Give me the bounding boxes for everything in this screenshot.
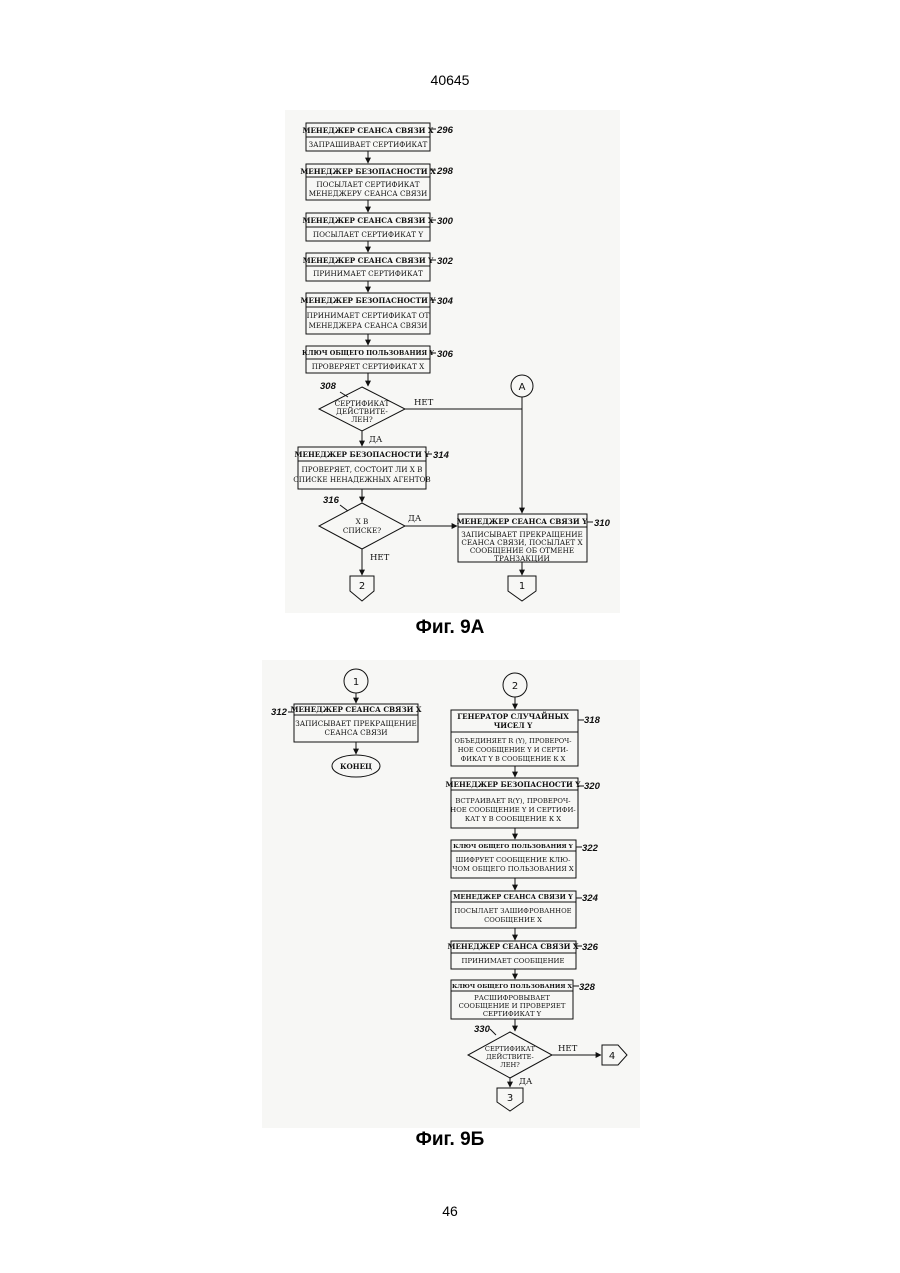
ref-296: 296 <box>436 125 454 136</box>
ref-304: 304 <box>437 296 454 307</box>
ref-322: 322 <box>582 843 599 854</box>
figure-9a-caption: Фиг. 9А <box>350 617 550 639</box>
box-312-title: МЕНЕДЖЕР СЕАНСА СВЯЗИ Х <box>290 705 421 714</box>
box-326-title: МЕНЕДЖЕР СЕАНСА СВЯЗИ Х <box>447 942 578 951</box>
box-310-title: МЕНЕДЖЕР СЕАНСА СВЯЗИ Y <box>457 517 588 526</box>
ref-328: 328 <box>579 982 596 993</box>
ref-302: 302 <box>437 256 454 267</box>
offpage-connector-1-label: 1 <box>519 581 525 592</box>
box-300-text: ПОСЫЛАЕТ СЕРТИФИКАТ Y <box>313 230 423 239</box>
box-324-text-2: СООБЩЕНИЕ Х <box>484 916 542 924</box>
box-304-title: МЕНЕДЖЕР БЕЗОПАСНОСТИ Y <box>301 296 437 305</box>
box-318-text-2: НОЕ СООБЩЕНИЕ Y И СЕРТИ- <box>458 746 568 754</box>
box-328-text-1: РАСШИФРОВЫВАЕТ <box>474 994 550 1002</box>
box-318-title-1: ГЕНЕРАТОР СЛУЧАЙНЫХ <box>457 711 569 721</box>
connector-a-label: А <box>519 382 526 393</box>
ref-308: 308 <box>320 381 337 392</box>
box-296-title: МЕНЕДЖЕР СЕАНСА СВЯЗИ Х <box>302 126 433 135</box>
box-324-text-1: ПОСЫЛАЕТ ЗАШИФРОВАННОЕ <box>454 907 571 915</box>
box-318-text-3: ФИКАТ Y В СООБЩЕНИЕ К Х <box>461 755 566 763</box>
connector-1-label: 1 <box>353 677 359 688</box>
decision-308-no-label: НЕТ <box>414 398 434 408</box>
figure-9b-caption: Фиг. 9Б <box>350 1129 550 1151</box>
page-number: 46 <box>400 1203 500 1219</box>
ref-300: 300 <box>437 216 454 227</box>
offpage-connector-2-label: 2 <box>359 581 365 592</box>
box-328-text-2: СООБЩЕНИЕ И ПРОВЕРЯЕТ <box>459 1002 566 1010</box>
decision-316-line-1: Х В <box>356 517 369 526</box>
ref-306: 306 <box>437 349 454 360</box>
box-312-text-1: ЗАПИСЫВАЕТ ПРЕКРАЩЕНИЕ <box>295 719 417 728</box>
box-326-text: ПРИНИМАЕТ СООБЩЕНИЕ <box>462 957 565 965</box>
box-328-title: КЛЮЧ ОБЩЕГО ПОЛЬЗОВАНИЯ Х <box>452 984 573 990</box>
offpage-connector-3-label: 3 <box>507 1093 513 1104</box>
box-320-title: МЕНЕДЖЕР БЕЗОПАСНОСТИ Y <box>446 780 582 789</box>
box-320-text-3: КАТ Y В СООБЩЕНИЕ К Х <box>465 815 561 823</box>
decision-330-no-label: НЕТ <box>558 1044 578 1054</box>
decision-330-line-1: СЕРТИФИКАТ <box>485 1045 536 1053</box>
box-322-text-2: ЧОМ ОБЩЕГО ПОЛЬЗОВАНИЯ Х <box>452 865 574 873</box>
box-322-text-1: ШИФРУЕТ СООБЩЕНИЕ КЛЮ- <box>456 856 571 864</box>
box-298-text-2: МЕНЕДЖЕРУ СЕАНСА СВЯЗИ <box>309 189 428 198</box>
box-314-text-2: СПИСКЕ НЕНАДЕЖНЫХ АГЕНТОВ <box>293 475 430 484</box>
box-314-text-1: ПРОВЕРЯЕТ, СОСТОИТ ЛИ Х В <box>302 465 423 474</box>
decision-330-line-3: ЛЕН? <box>500 1061 520 1069</box>
decision-308-line-3: ЛЕН? <box>351 415 373 424</box>
decision-308-yes-label: ДА <box>369 435 383 445</box>
box-302-text: ПРИНИМАЕТ СЕРТИФИКАТ <box>313 269 423 278</box>
decision-330-yes-label: ДА <box>519 1077 533 1087</box>
ref-314: 314 <box>433 450 450 461</box>
decision-316-yes-label: ДА <box>408 514 422 524</box>
ref-324: 324 <box>582 893 599 904</box>
box-302-title: МЕНЕДЖЕР СЕАНСА СВЯЗИ Y <box>303 256 434 265</box>
ref-320: 320 <box>584 781 601 792</box>
box-322-title: КЛЮЧ ОБЩЕГО ПОЛЬЗОВАНИЯ Y <box>453 844 574 850</box>
ref-316: 316 <box>323 495 340 506</box>
connector-2-label: 2 <box>512 681 518 692</box>
box-318-text-1: ОБЪЕДИНЯЕТ R (Y), ПРОВЕРОЧ- <box>455 737 572 745</box>
box-310-text-4: ТРАНЗАКЦИИ <box>494 554 550 563</box>
box-324-title: МЕНЕДЖЕР СЕАНСА СВЯЗИ Y <box>453 893 573 901</box>
box-306-text: ПРОВЕРЯЕТ СЕРТИФИКАТ Х <box>312 362 425 371</box>
box-296-text: ЗАПРАШИВАЕТ СЕРТИФИКАТ <box>309 140 428 149</box>
box-300-title: МЕНЕДЖЕР СЕАНСА СВЯЗИ Х <box>302 216 433 225</box>
decision-330-line-2: ДЕЙСТВИТЕ- <box>486 1052 533 1061</box>
ref-330: 330 <box>474 1024 491 1035</box>
box-298-text-1: ПОСЫЛАЕТ СЕРТИФИКАТ <box>316 180 419 189</box>
ref-310: 310 <box>594 518 611 529</box>
ref-318: 318 <box>584 715 601 726</box>
box-298-title: МЕНЕДЖЕР БЕЗОПАСНОСТИ Х <box>300 167 436 176</box>
box-320-text-1: ВСТРАИВАЕТ R(Y), ПРОВЕРОЧ- <box>455 797 570 805</box>
box-328-text-3: СЕРТИФИКАТ Y <box>483 1010 542 1018</box>
box-314-title: МЕНЕДЖЕР БЕЗОПАСНОСТИ Y <box>295 450 431 459</box>
box-304-text-2: МЕНЕДЖЕРА СЕАНСА СВЯЗИ <box>309 321 428 330</box>
box-304-text-1: ПРИНИМАЕТ СЕРТИФИКАТ ОТ <box>307 311 430 320</box>
box-312-text-2: СЕАНСА СВЯЗИ <box>324 728 387 737</box>
box-320-text-2: НОЕ СООБЩЕНИЕ Y И СЕРТИФИ- <box>450 806 575 814</box>
box-318-title-2: ЧИСЕЛ Y <box>494 721 533 730</box>
decision-316-no-label: НЕТ <box>370 553 390 563</box>
ref-298: 298 <box>436 166 454 177</box>
decision-316-line-2: СПИСКЕ? <box>343 526 381 535</box>
ref-326: 326 <box>582 942 599 953</box>
ref-312: 312 <box>271 707 288 718</box>
terminator-end-label: КОНЕЦ <box>340 762 372 771</box>
offpage-connector-4-label: 4 <box>609 1051 615 1062</box>
box-306-title: КЛЮЧ ОБЩЕГО ПОЛЬЗОВАНИЯ Y <box>302 349 434 357</box>
